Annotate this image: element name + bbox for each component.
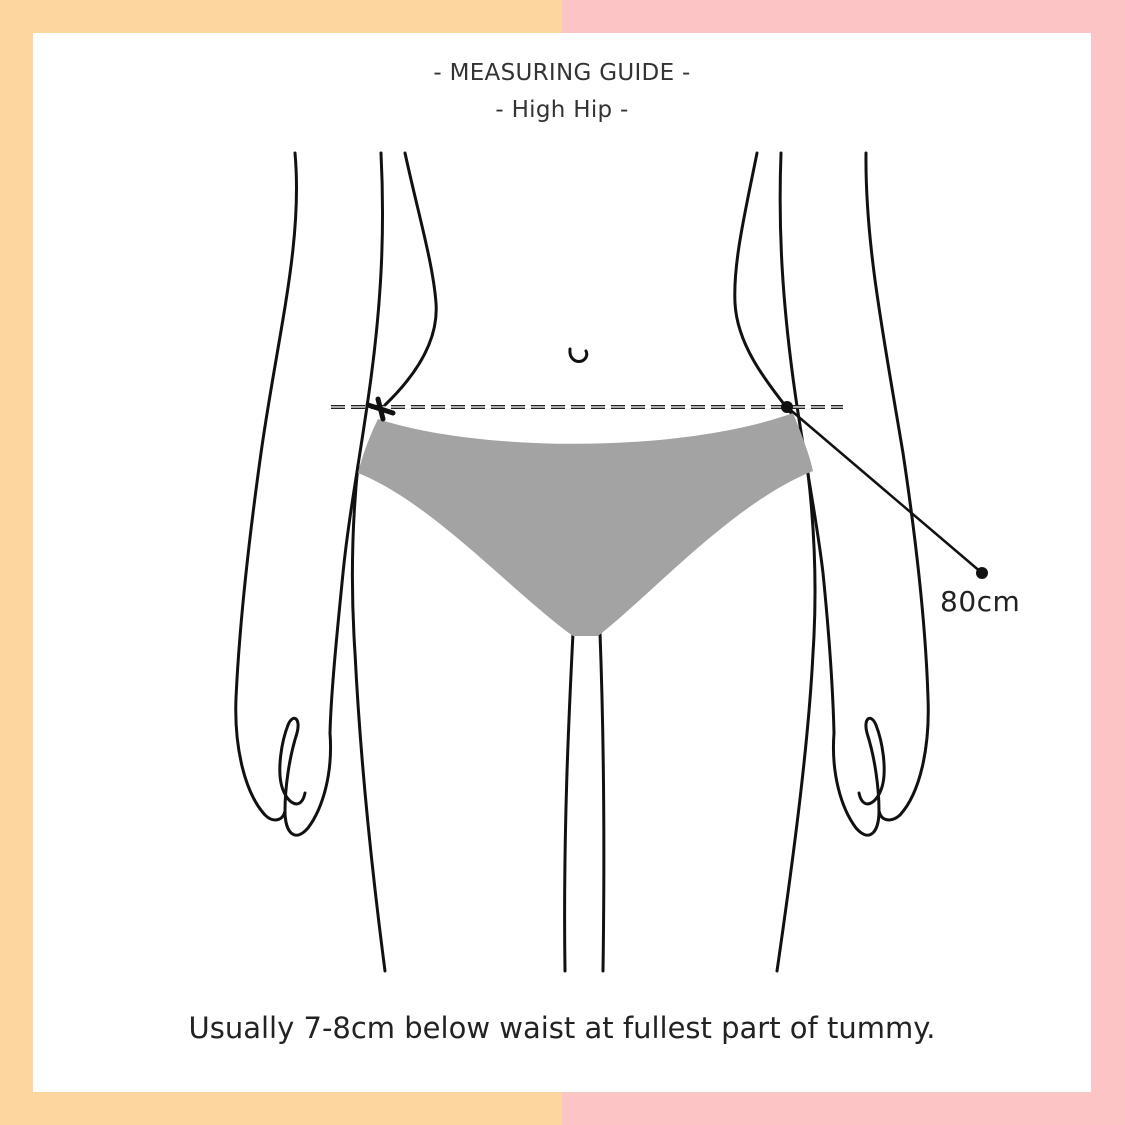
body-illustration — [234, 151, 988, 973]
left-hand — [278, 716, 333, 837]
left-arm-outer — [234, 151, 299, 822]
start-cross-icon — [365, 396, 396, 422]
right-leg-outer — [775, 471, 817, 973]
left-torso — [383, 151, 438, 407]
navel-icon — [568, 347, 589, 363]
leader-line — [786, 406, 983, 574]
guide-subtitle: - High Hip - — [495, 97, 629, 123]
guide-title: - MEASURING GUIDE - — [433, 60, 691, 86]
left-leg-outer — [350, 463, 387, 973]
right-hand — [831, 716, 886, 837]
left-leg-inner — [563, 631, 575, 973]
briefs-shape — [358, 413, 813, 636]
measurement-label: 80cm — [940, 585, 1021, 618]
label-dot-icon — [976, 567, 988, 579]
right-arm-outer — [864, 151, 930, 822]
left-arm-inner — [328, 151, 385, 735]
right-leg-inner — [598, 631, 606, 973]
guide-caption: Usually 7-8cm below waist at fullest par… — [188, 1011, 936, 1045]
right-torso — [733, 151, 793, 415]
guide-card: - MEASURING GUIDE - - High Hip - — [33, 33, 1091, 1092]
